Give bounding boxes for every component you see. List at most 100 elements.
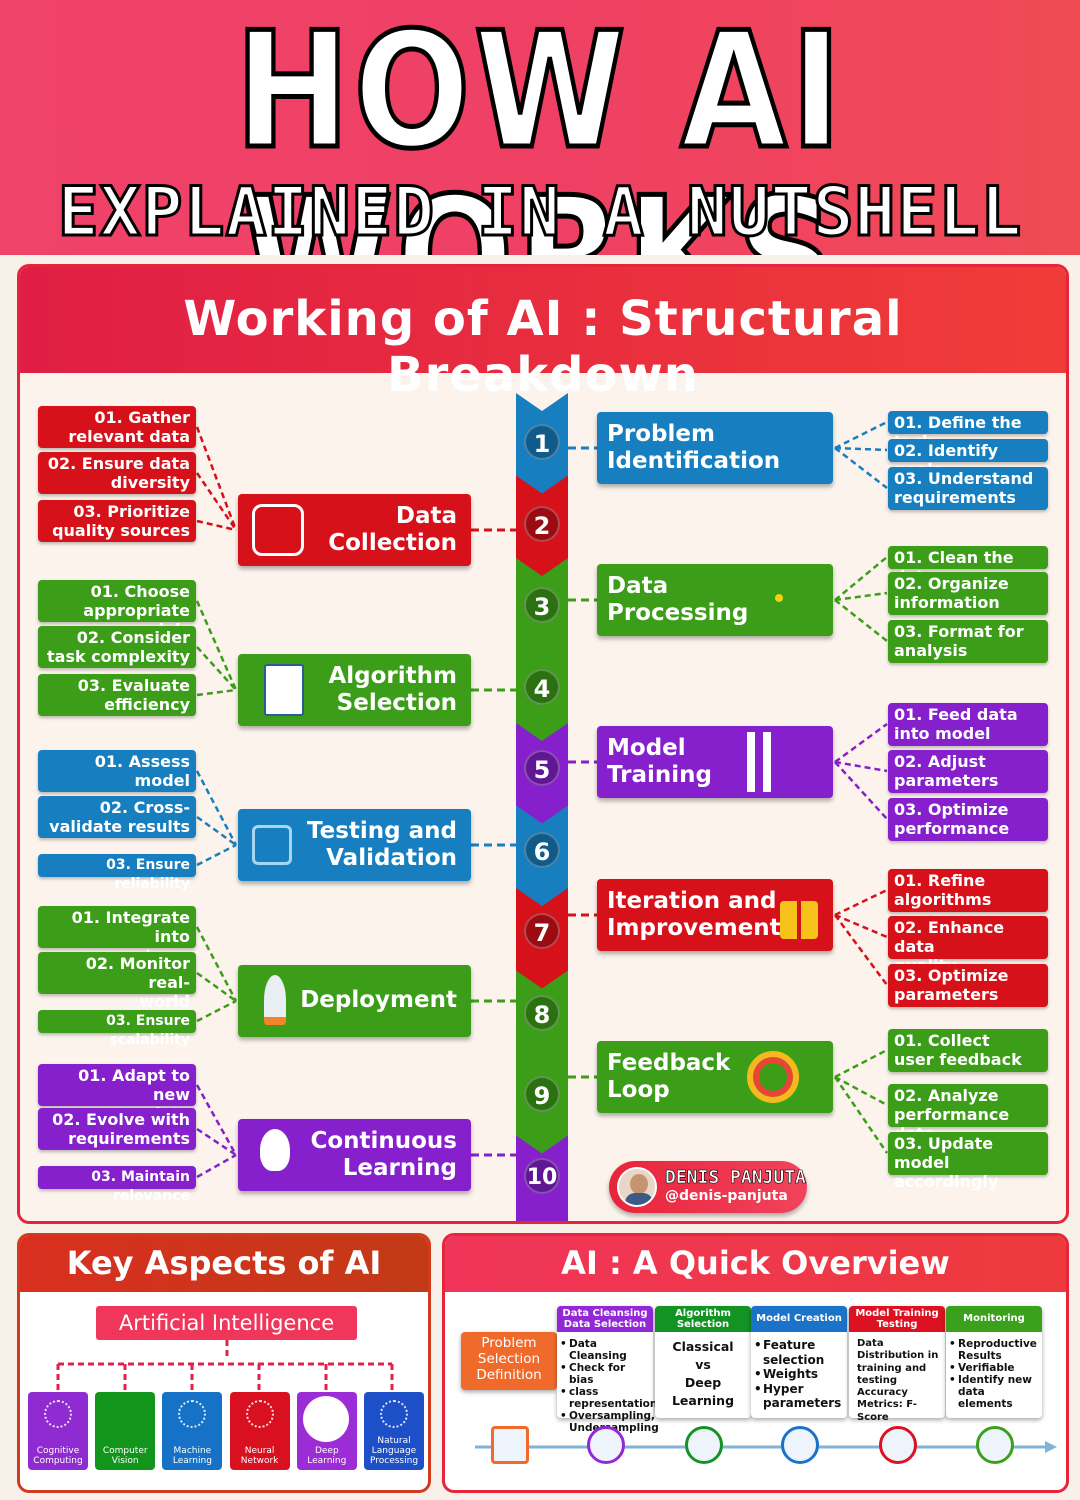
magnet-icon bbox=[380, 1400, 408, 1428]
sub-step-box: 02. Cross- validate results bbox=[38, 796, 196, 838]
step-box-right: Problem Identification bbox=[597, 412, 833, 484]
overview-bullet: Data Cleansing bbox=[557, 1338, 653, 1362]
overview-bullet-list: Feature selectionWeightsHyper parameters bbox=[751, 1338, 847, 1411]
overview-column: Model CreationFeature selectionWeightsHy… bbox=[751, 1306, 847, 1418]
ai-aspect-tile: Neural Network bbox=[229, 1392, 290, 1470]
step-box-label: Feedback Loop bbox=[607, 1050, 731, 1103]
connector-line bbox=[195, 926, 238, 1002]
connector-line bbox=[196, 843, 237, 867]
overview-bullet-list: Data CleansingCheck for biasclass repres… bbox=[557, 1338, 659, 1434]
connector-line bbox=[833, 914, 889, 986]
overview-column-text: Problem Selection Definition bbox=[476, 1335, 542, 1383]
target-icon bbox=[747, 1051, 799, 1103]
connector-line bbox=[834, 420, 888, 450]
header-banner: HOW AI WORKS EXPLAINED IN A NUTSHELL bbox=[0, 0, 1080, 255]
step-box-left: Data Collection bbox=[238, 494, 471, 566]
sub-step-box: 01. Refine algorithms bbox=[888, 869, 1048, 912]
connector-line bbox=[196, 688, 237, 697]
ai-aspect-label: Natural Language Processing bbox=[369, 1436, 419, 1466]
step-box-left: Algorithm Selection bbox=[238, 654, 471, 726]
sub-step-box: 01. Feed data into model bbox=[888, 703, 1048, 746]
sub-step-box: 03. Ensure reliability bbox=[38, 854, 196, 892]
author-avatar bbox=[617, 1167, 657, 1207]
ai-aspect-label: Deep Learning bbox=[307, 1446, 347, 1466]
step-box-label: Continuous Learning bbox=[310, 1128, 457, 1181]
overview-column-body: Data CleansingCheck for biasclass repres… bbox=[557, 1338, 659, 1434]
panel-title: Working of AI : Structural Breakdown bbox=[183, 291, 903, 403]
overview-bullet: Weights bbox=[751, 1367, 847, 1382]
connector-line bbox=[834, 599, 888, 642]
step-number-circle: 5 bbox=[524, 750, 560, 786]
step-box-right: Data Processing bbox=[597, 564, 833, 636]
step-number-circle: 4 bbox=[524, 668, 560, 705]
author-handle: @denis-panjuta bbox=[665, 1188, 788, 1204]
ai-aspect-label: Neural Network bbox=[240, 1446, 279, 1466]
sub-step-box: 02. Ensure data diversity bbox=[38, 452, 196, 494]
step-box-label: Data Processing bbox=[607, 573, 749, 626]
overview-column-body: Data Distribution in training and testin… bbox=[857, 1338, 939, 1423]
step-box-left: Testing and Validation bbox=[238, 809, 471, 881]
connector-line bbox=[195, 472, 238, 531]
connector-line bbox=[834, 888, 888, 917]
connector-line bbox=[196, 1127, 237, 1157]
dots-brain-icon bbox=[44, 1400, 72, 1428]
brain-icon bbox=[879, 1426, 917, 1464]
overview-column: MonitoringReproductive ResultsVerifiable… bbox=[946, 1306, 1042, 1418]
overview-bullet: class representation bbox=[557, 1386, 657, 1410]
overview-bullet: Hyper parameters bbox=[751, 1382, 847, 1411]
ai-aspect-label: Machine Learning bbox=[172, 1446, 212, 1466]
ai-aspect-tile: Machine Learning bbox=[162, 1392, 223, 1470]
step-box-left: Continuous Learning bbox=[238, 1119, 471, 1191]
connector-line bbox=[834, 446, 888, 452]
step-box-right: Feedback Loop bbox=[597, 1041, 833, 1113]
sub-step-box: 03. Ensure scalability bbox=[38, 1010, 196, 1048]
magnifier-doc-icon bbox=[252, 825, 292, 865]
sub-step-box: 02. Adjust parameters bbox=[888, 750, 1048, 793]
sub-step-box: 01. Adapt to new data bbox=[38, 1064, 196, 1123]
overview-column-header: Data Cleansing Data Selection bbox=[557, 1306, 653, 1332]
overview-column: Data Cleansing Data SelectionData Cleans… bbox=[557, 1306, 659, 1434]
sub-step-box: 02. Organize information bbox=[888, 572, 1048, 615]
overview-bullet: Identify new data elements bbox=[946, 1374, 1042, 1410]
ai-aspect-label: Cognitive Computing bbox=[33, 1446, 83, 1466]
database-cloud-icon bbox=[252, 504, 304, 556]
connector-line bbox=[834, 447, 888, 489]
step-box-label: Data Collection bbox=[328, 503, 457, 556]
sub-step-box: 01. Gather relevant data bbox=[38, 406, 196, 448]
connector-line bbox=[834, 591, 888, 602]
connector-line bbox=[195, 1084, 238, 1156]
overview-column-header: Model Training Testing bbox=[849, 1306, 945, 1332]
ai-root-text: Artificial Intelligence bbox=[118, 1311, 335, 1335]
ai-aspect-tile: Natural Language Processing bbox=[364, 1392, 424, 1470]
step-box-label: Deployment bbox=[300, 987, 457, 1013]
pause-icon bbox=[747, 732, 771, 792]
sub-step-box: 01. Choose appropriate models bbox=[38, 580, 196, 639]
overview-title: AI : A Quick Overview bbox=[561, 1244, 950, 1282]
connector-line bbox=[834, 760, 888, 773]
page-title: HOW AI WORKS bbox=[233, 0, 846, 256]
sub-step-box: 03. Evaluate efficiency bbox=[38, 674, 196, 716]
step-number-circle: 10 bbox=[524, 1157, 560, 1194]
connector-line bbox=[833, 1076, 889, 1154]
circle-icon bbox=[302, 1396, 349, 1442]
lightbulb-icon bbox=[260, 1129, 290, 1171]
sub-step-box: 01. Collect user feedback bbox=[888, 1029, 1048, 1072]
database-icon bbox=[587, 1426, 625, 1464]
overview-bullet: Reproductive Results bbox=[946, 1338, 1042, 1362]
sub-step-box: 01. Clean the data bbox=[888, 546, 1048, 586]
overview-column-header: Monitoring bbox=[946, 1306, 1042, 1332]
key-aspects-header: Key Aspects of AI bbox=[20, 1236, 428, 1292]
step-box-right: Model Training bbox=[597, 726, 833, 798]
monitor-chart-icon bbox=[976, 1426, 1014, 1464]
key-aspects-connectors bbox=[56, 1340, 394, 1392]
sub-step-box: 03. Update model accordingly bbox=[888, 1132, 1048, 1191]
overview-column-body: Classical vs Deep Learning bbox=[671, 1339, 735, 1408]
overview-bullet: Check for bias bbox=[557, 1362, 653, 1386]
author-name: DENIS PANJUTA bbox=[665, 1167, 806, 1189]
sub-step-box: 01. Define the task bbox=[888, 411, 1048, 451]
key-aspects-title: Key Aspects of AI bbox=[66, 1244, 382, 1282]
overview-column: Problem Selection Definition bbox=[461, 1332, 557, 1390]
connector-line bbox=[834, 556, 888, 601]
dot-icon bbox=[775, 594, 783, 602]
